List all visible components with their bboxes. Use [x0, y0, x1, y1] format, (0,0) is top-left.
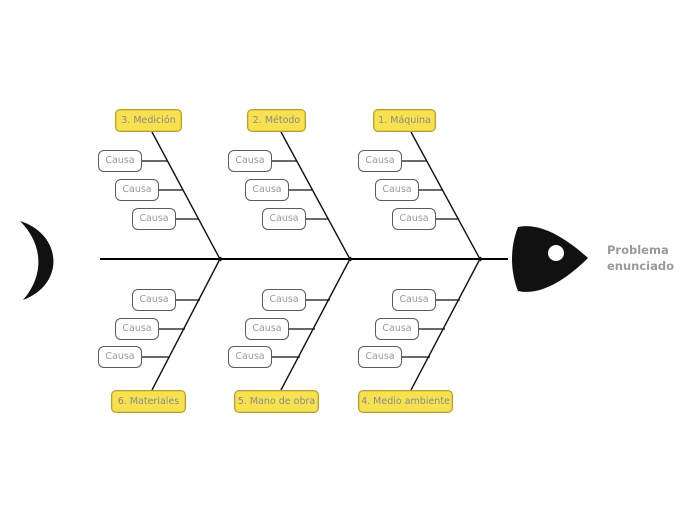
category-label-mano-de-obra: 5. Mano de obra [237, 395, 316, 407]
cause-box-maquina-2[interactable]: Causa [375, 179, 419, 201]
cause-box-materiales-2[interactable]: Causa [115, 318, 159, 340]
rib-mano-de-obra [280, 256, 352, 391]
fish-eye-icon [548, 245, 564, 261]
cause-label: Causa [235, 155, 265, 167]
rib-medio-ambiente [410, 256, 482, 391]
cause-box-materiales-3[interactable]: Causa [98, 346, 142, 368]
category-box-maquina[interactable]: 1. Máquina [373, 109, 436, 132]
cause-label: Causa [139, 213, 169, 225]
category-box-materiales[interactable]: 6. Materiales [111, 390, 186, 413]
rib-metodo [280, 131, 352, 262]
cause-label: Causa [365, 155, 395, 167]
cause-box-metodo-3[interactable]: Causa [262, 208, 306, 230]
cause-box-mano-de-obra-1[interactable]: Causa [262, 289, 306, 311]
cause-label: Causa [252, 323, 282, 335]
cause-label: Causa [122, 323, 152, 335]
rib-medicion [151, 131, 222, 262]
category-box-medio-ambiente[interactable]: 4. Medio ambiente [358, 390, 453, 413]
category-box-metodo[interactable]: 2. Método [247, 109, 306, 132]
cause-label: Causa [382, 323, 412, 335]
cause-box-medicion-3[interactable]: Causa [132, 208, 176, 230]
fish-tail-icon [20, 221, 54, 300]
cause-box-metodo-1[interactable]: Causa [228, 150, 272, 172]
cause-box-medio-ambiente-2[interactable]: Causa [375, 318, 419, 340]
cause-box-mano-de-obra-3[interactable]: Causa [228, 346, 272, 368]
cause-label: Causa [269, 213, 299, 225]
cause-box-mano-de-obra-2[interactable]: Causa [245, 318, 289, 340]
cause-label: Causa [399, 294, 429, 306]
category-label-medicion: 3. Medición [121, 114, 176, 126]
cause-label: Causa [105, 351, 135, 363]
cause-label: Causa [365, 351, 395, 363]
fish-head-icon [512, 226, 588, 292]
category-label-metodo: 2. Método [252, 114, 301, 126]
cause-box-metodo-2[interactable]: Causa [245, 179, 289, 201]
category-label-medio-ambiente: 4. Medio ambiente [361, 395, 450, 407]
cause-box-medicion-2[interactable]: Causa [115, 179, 159, 201]
cause-label: Causa [382, 184, 412, 196]
cause-box-materiales-1[interactable]: Causa [132, 289, 176, 311]
cause-box-maquina-1[interactable]: Causa [358, 150, 402, 172]
cause-box-medio-ambiente-3[interactable]: Causa [358, 346, 402, 368]
cause-label: Causa [399, 213, 429, 225]
cause-label: Causa [105, 155, 135, 167]
cause-label: Causa [235, 351, 265, 363]
category-box-medicion[interactable]: 3. Medición [115, 109, 182, 132]
category-label-maquina: 1. Máquina [378, 114, 431, 126]
rib-materiales [151, 256, 222, 391]
rib-maquina [410, 131, 482, 262]
cause-label: Causa [139, 294, 169, 306]
category-box-mano-de-obra[interactable]: 5. Mano de obra [234, 390, 319, 413]
cause-box-medio-ambiente-1[interactable]: Causa [392, 289, 436, 311]
cause-label: Causa [252, 184, 282, 196]
cause-label: Causa [269, 294, 299, 306]
category-label-materiales: 6. Materiales [117, 395, 180, 407]
cause-label: Causa [122, 184, 152, 196]
problem-statement-label: Problema enunciado [607, 243, 675, 273]
cause-box-medicion-1[interactable]: Causa [98, 150, 142, 172]
cause-box-maquina-3[interactable]: Causa [392, 208, 436, 230]
